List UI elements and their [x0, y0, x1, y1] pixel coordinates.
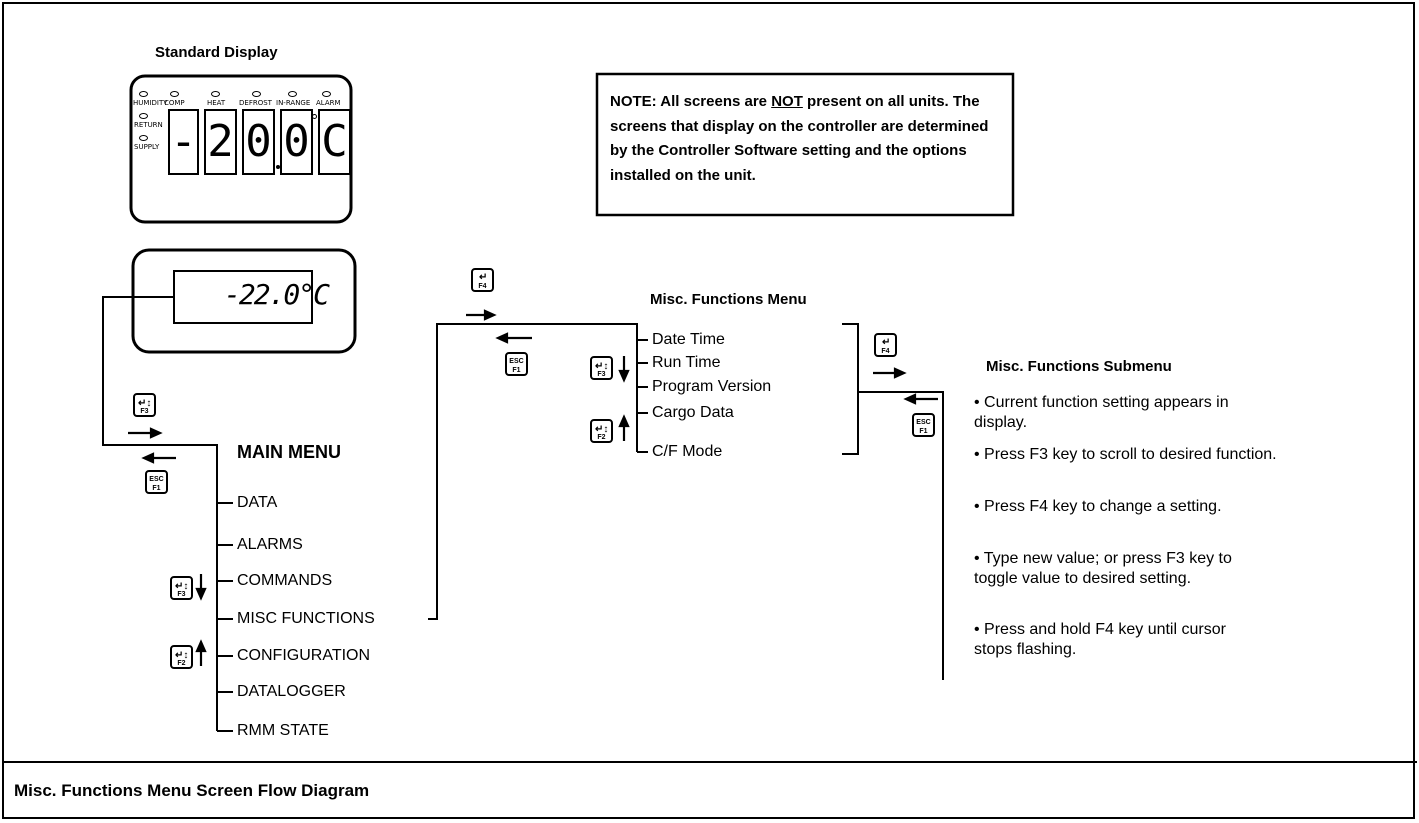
f4-key-label: F4 — [478, 283, 487, 290]
return-led-icon — [139, 113, 148, 119]
submenu-bullet: • Type new value; or press F3 key to tog… — [974, 550, 1232, 587]
esc-key-middle-label: ESC — [509, 358, 524, 365]
digit-ones: 0 — [242, 109, 275, 175]
scroll-glyph-icon: ↵↕ — [138, 398, 152, 409]
f1-key-middle-label: F1 — [512, 367, 521, 374]
f3-key-misc-label: F3 — [597, 371, 606, 378]
digit-tens: 2 — [204, 109, 237, 175]
scroll-glyph-icon: ↵↕ — [595, 361, 609, 372]
comp-led-icon — [170, 91, 179, 97]
scroll-glyph-icon: ↵↕ — [175, 650, 189, 661]
f3-key-main-icon: ↵↕ F3 — [170, 576, 193, 600]
esc-f1-key-icon: ESC F1 — [145, 470, 168, 494]
defrost-led-icon — [252, 91, 261, 97]
decimal-point-icon — [276, 165, 280, 169]
submenu-bullet: • Current function setting appears in di… — [974, 394, 1229, 431]
esc-f1-key-right-icon: ESC F1 — [912, 413, 935, 437]
digit-tenths: 0 — [280, 109, 313, 175]
main-menu-item-alarms: ALARMS — [237, 536, 303, 553]
return-label: RETURN — [134, 121, 163, 129]
degree-icon — [312, 114, 317, 119]
submenu-title: Misc. Functions Submenu — [986, 358, 1172, 375]
in-range-label: IN-RANGE — [276, 99, 311, 107]
note-text: NOTE: All screens are NOT present on all… — [610, 90, 1002, 188]
note-lead: NOTE: All screens are — [610, 93, 772, 110]
supply-led-icon — [139, 135, 148, 141]
heat-led-icon — [211, 91, 220, 97]
esc-f1-key-middle-icon: ESC F1 — [505, 352, 528, 376]
submenu-bullet-text: Current function setting appears in disp… — [974, 394, 1229, 431]
scroll-glyph-icon: ↵↕ — [175, 581, 189, 592]
main-menu-title: MAIN MENU — [237, 442, 341, 462]
f2-key-misc-label: F2 — [597, 434, 606, 441]
f3-key-misc-icon: ↵↕ F3 — [590, 356, 613, 380]
main-menu-item-datalogger: DATALOGGER — [237, 683, 346, 700]
text-display-value: -22.0°C — [224, 278, 330, 311]
f2-key-main-icon: ↵↕ F2 — [170, 645, 193, 669]
note-rest: present on all units. The screens that d… — [610, 93, 989, 184]
main-menu-item-misc-functions: MISC FUNCTIONS — [237, 610, 375, 627]
f3-key-main-label: F3 — [177, 591, 186, 598]
alarm-led-icon — [322, 91, 331, 97]
f1-key-right-label: F1 — [919, 428, 928, 435]
main-menu-item-configuration: CONFIGURATION — [237, 647, 371, 664]
enter-f4-key-icon: ↵ F4 — [471, 268, 494, 292]
misc-menu-item-cf-mode: C/F Mode — [652, 443, 723, 460]
enter-glyph-icon: ↵ — [479, 272, 488, 283]
comp-label: COMP — [164, 99, 185, 107]
main-menu-item-data: DATA — [237, 494, 278, 511]
defrost-label: DEFROST — [239, 99, 272, 107]
f4-key-right-label: F4 — [881, 348, 890, 355]
standard-display-title: Standard Display — [155, 44, 278, 61]
esc-key-label: ESC — [149, 476, 164, 483]
diagram-caption: Misc. Functions Menu Screen Flow Diagram — [14, 781, 370, 800]
alarm-label: ALARM — [316, 99, 341, 107]
submenu-bullet: • Press and hold F4 key until cursor sto… — [974, 621, 1226, 658]
misc-menu-item-date-time: Date Time — [652, 331, 725, 348]
scroll-glyph-icon: ↵↕ — [595, 424, 609, 435]
main-menu-item-rmm-state: RMM STATE — [237, 722, 329, 739]
digit-unit: C — [318, 109, 351, 175]
humidity-led-icon — [139, 91, 148, 97]
enter-f4-key-right-icon: ↵ F4 — [874, 333, 897, 357]
misc-menu-title: Misc. Functions Menu — [650, 291, 807, 308]
misc-menu-item-program-version: Program Version — [652, 378, 772, 395]
humidity-label: HUMIDITY — [133, 99, 168, 107]
enter-glyph-icon: ↵ — [882, 337, 891, 348]
submenu-bullet-text: Press and hold F4 key until cursor stops… — [974, 621, 1226, 658]
misc-menu-item-cargo-data: Cargo Data — [652, 404, 734, 421]
esc-key-right-label: ESC — [916, 419, 931, 426]
main-menu-item-commands: COMMANDS — [237, 572, 333, 589]
supply-label: SUPPLY — [134, 143, 160, 151]
f2-key-misc-icon: ↵↕ F2 — [590, 419, 613, 443]
f3-key-icon: ↵↕ F3 — [133, 393, 156, 417]
submenu-bullet: • Press F3 key to scroll to desired func… — [974, 446, 1277, 463]
submenu-bullet-text: Type new value; or press F3 key to toggl… — [974, 550, 1232, 587]
heat-label: HEAT — [207, 99, 226, 107]
submenu-bullet-text: Press F4 key to change a setting. — [984, 498, 1222, 515]
f2-key-main-label: F2 — [177, 660, 186, 667]
in-range-led-icon — [288, 91, 297, 97]
submenu-bullet: • Press F4 key to change a setting. — [974, 498, 1222, 515]
note-emphasis: NOT — [771, 93, 803, 110]
f1-key-label: F1 — [152, 485, 161, 492]
misc-menu-item-run-time: Run Time — [652, 354, 721, 371]
digit-sign: - — [168, 109, 199, 175]
f3-key-label: F3 — [140, 408, 149, 415]
submenu-bullet-text: Press F3 key to scroll to desired functi… — [984, 446, 1277, 463]
